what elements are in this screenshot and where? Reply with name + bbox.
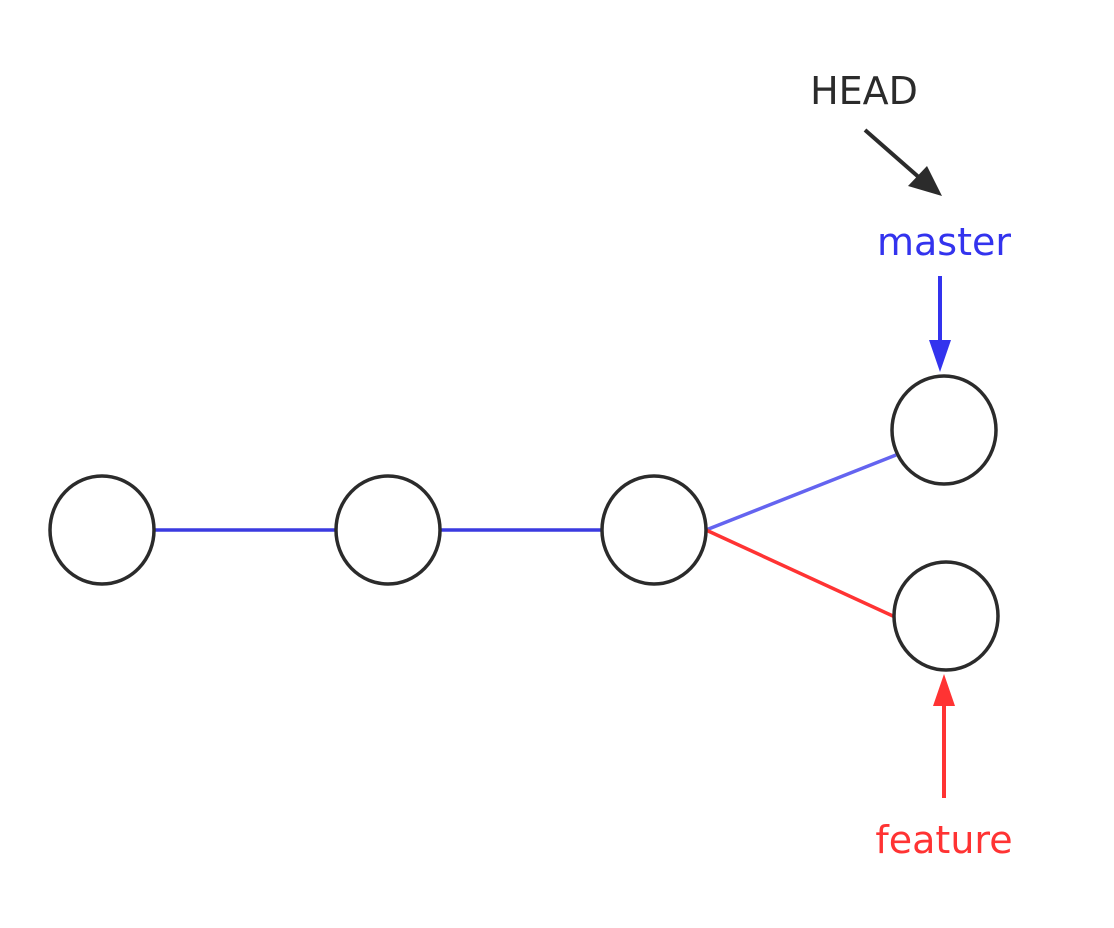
commit-node-1	[48, 474, 156, 586]
edge-commit-3-to-commit-5	[705, 528, 896, 619]
commit-node-3	[600, 474, 708, 586]
master-branch-label: master	[877, 220, 1011, 264]
head-label: HEAD	[810, 69, 918, 113]
commit-node-2	[334, 474, 442, 586]
edge-commit-3-to-commit-4	[705, 453, 897, 532]
master-arrow	[929, 276, 951, 372]
head-arrow	[863, 128, 942, 196]
commit-node-5-feature-tip	[892, 560, 1000, 672]
commit-node-4-master-tip	[890, 374, 998, 486]
feature-arrow	[933, 674, 955, 798]
feature-branch-label: feature	[875, 818, 1012, 862]
